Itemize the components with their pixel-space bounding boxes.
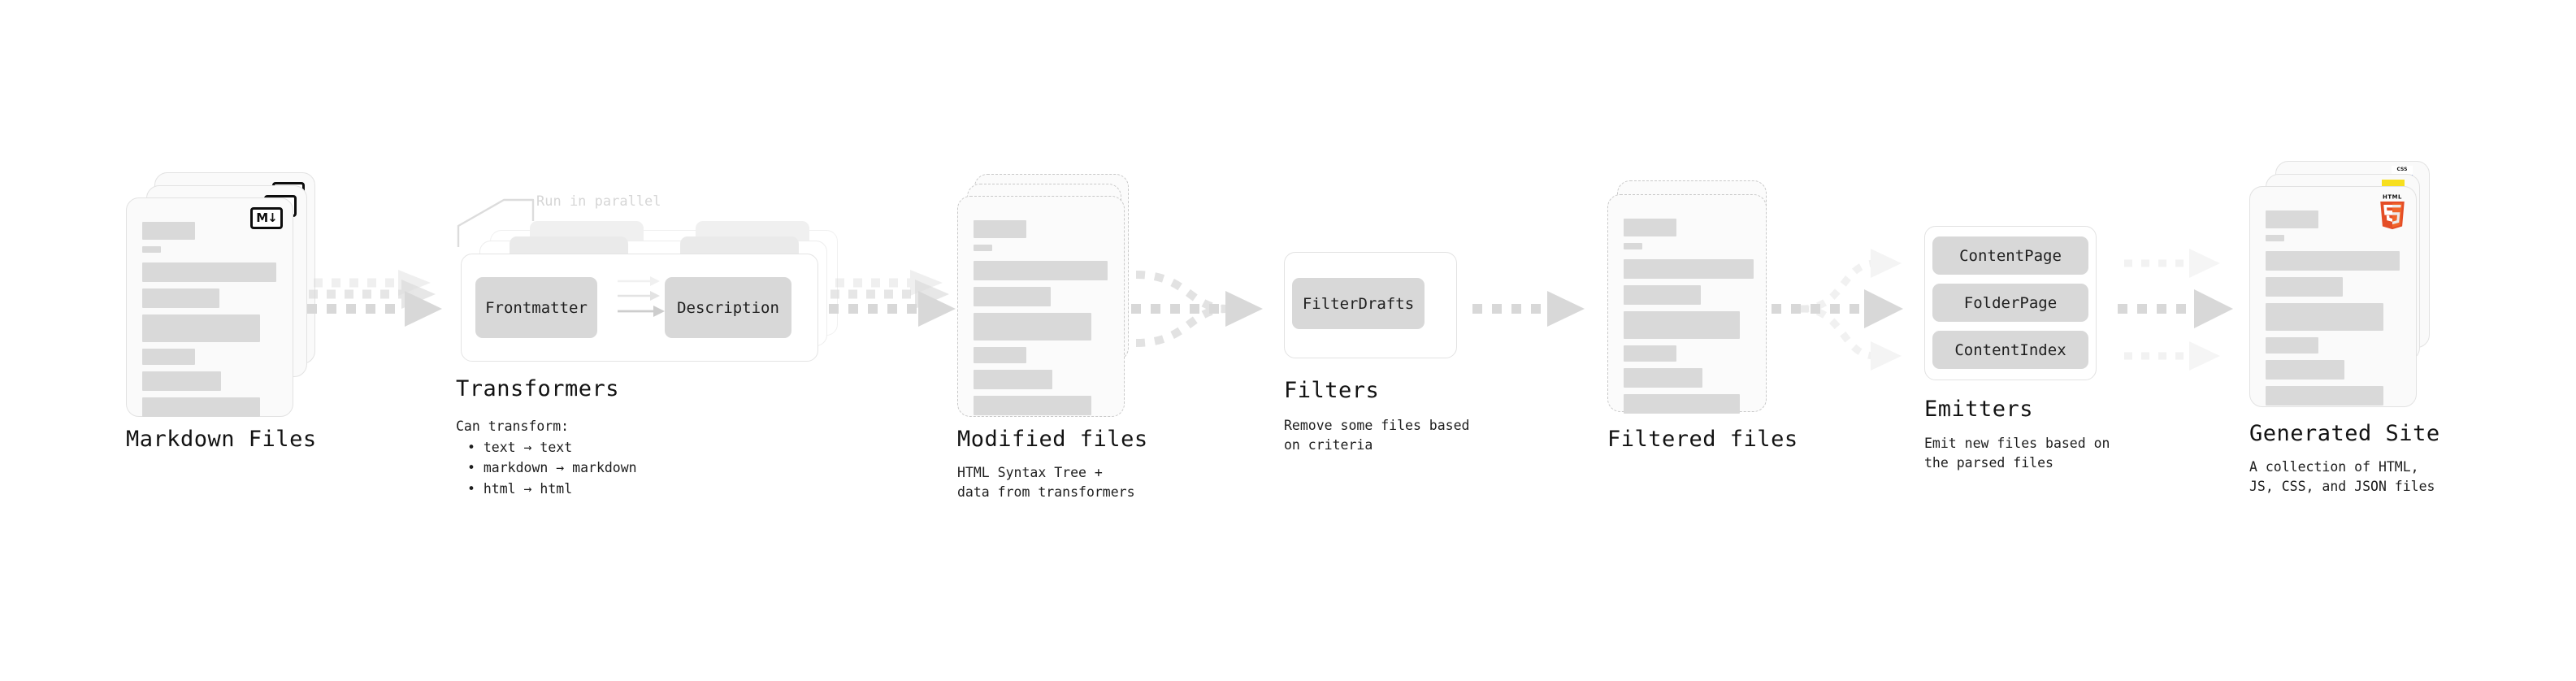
- arrow-modified-to-filters-converge: [1131, 271, 1263, 347]
- content-bar: [974, 370, 1052, 389]
- run-in-parallel-bracket: [457, 198, 535, 247]
- content-bar: [142, 314, 260, 342]
- arrow-markdown-to-transformers: [307, 270, 442, 327]
- list-header: Can transform:: [456, 419, 570, 434]
- content-bar: [1624, 259, 1754, 279]
- content-bar: [2266, 251, 2400, 271]
- stage-title-transformers: Transformers: [456, 376, 620, 401]
- content-bar: [2266, 360, 2344, 380]
- content-bar: [2266, 337, 2318, 354]
- content-bar: [974, 347, 1026, 363]
- html5-icon: HTML: [2380, 193, 2405, 230]
- emitter-node-folderpage[interactable]: FolderPage: [1932, 284, 2088, 322]
- content-bar: [974, 245, 992, 251]
- content-bar: [974, 220, 1026, 238]
- markdown-icon: M↓: [250, 207, 283, 229]
- stage-subtitle-generated-site: A collection of HTML, JS, CSS, and JSON …: [2249, 459, 2435, 494]
- content-bar: [2266, 386, 2383, 406]
- transformers-capability-list: Can transform: • text → text • markdown …: [456, 416, 637, 499]
- content-bar: [142, 222, 195, 240]
- transformer-inner-arrows: [618, 276, 665, 317]
- content-bar: [2266, 303, 2383, 331]
- stage-title-filters: Filters: [1284, 378, 1380, 403]
- transformer-node-frontmatter[interactable]: Frontmatter: [475, 277, 597, 338]
- content-bar: [1624, 394, 1740, 414]
- list-item: • text → text: [467, 439, 573, 455]
- content-bar: [1624, 345, 1676, 362]
- file-content-bars: [142, 222, 277, 423]
- svg-text:HTML: HTML: [2383, 193, 2402, 200]
- content-bar: [1624, 311, 1740, 339]
- content-bar: [974, 287, 1051, 306]
- filtered-file-card-front[interactable]: [1607, 194, 1767, 414]
- stage-title-modified-files: Modified files: [957, 427, 1148, 452]
- arrow-filters-to-filtered: [1472, 291, 1585, 327]
- run-in-parallel-label: Run in parallel: [536, 193, 661, 210]
- stage-title-emitters: Emitters: [1924, 397, 2034, 422]
- stage-subtitle-filters: Remove some files based on criteria: [1284, 418, 1470, 453]
- site-file-card-html[interactable]: HTML: [2249, 186, 2417, 407]
- arrow-emitters-to-site: [2118, 249, 2233, 371]
- content-bar: [1624, 219, 1676, 236]
- filter-node-filterdrafts[interactable]: FilterDrafts: [1292, 278, 1425, 329]
- content-bar: [142, 371, 221, 391]
- content-bar: [1624, 243, 1642, 249]
- content-bar: [142, 246, 161, 253]
- stage-title-generated-site: Generated Site: [2249, 421, 2440, 446]
- stage-title-filtered-files: Filtered files: [1607, 427, 1798, 452]
- content-bar: [1624, 285, 1701, 305]
- arrow-transformers-to-modified: [829, 270, 956, 327]
- content-bar: [142, 349, 195, 365]
- content-bar: [974, 313, 1091, 340]
- content-bar: [974, 261, 1108, 280]
- list-item: • html → html: [467, 480, 573, 497]
- content-bar: [142, 288, 219, 308]
- file-content-bars: [2266, 210, 2400, 412]
- content-bar: [2266, 210, 2318, 228]
- stage-subtitle-emitters: Emit new files based on the parsed files: [1924, 436, 2110, 471]
- transformer-node-description[interactable]: Description: [665, 277, 791, 338]
- list-item: • markdown → markdown: [467, 460, 637, 476]
- emitter-node-contentindex[interactable]: ContentIndex: [1932, 331, 2088, 369]
- content-bar: [974, 396, 1091, 415]
- content-bar: [2266, 235, 2284, 241]
- content-bar: [142, 262, 276, 282]
- content-bar: [1624, 368, 1702, 388]
- modified-file-card-front[interactable]: [957, 196, 1125, 417]
- content-bar: [142, 397, 260, 417]
- emitter-node-contentpage[interactable]: ContentPage: [1932, 236, 2088, 275]
- arrow-filtered-to-emitters-diverge: [1772, 249, 1903, 371]
- stage-title-markdown-files: Markdown Files: [126, 427, 317, 452]
- content-bar: [2266, 277, 2343, 297]
- file-content-bars: [1624, 219, 1754, 420]
- markdown-file-card-front[interactable]: M↓: [126, 197, 293, 417]
- file-content-bars: [974, 220, 1108, 422]
- stage-subtitle-modified-files: HTML Syntax Tree + data from transformer…: [957, 465, 1135, 500]
